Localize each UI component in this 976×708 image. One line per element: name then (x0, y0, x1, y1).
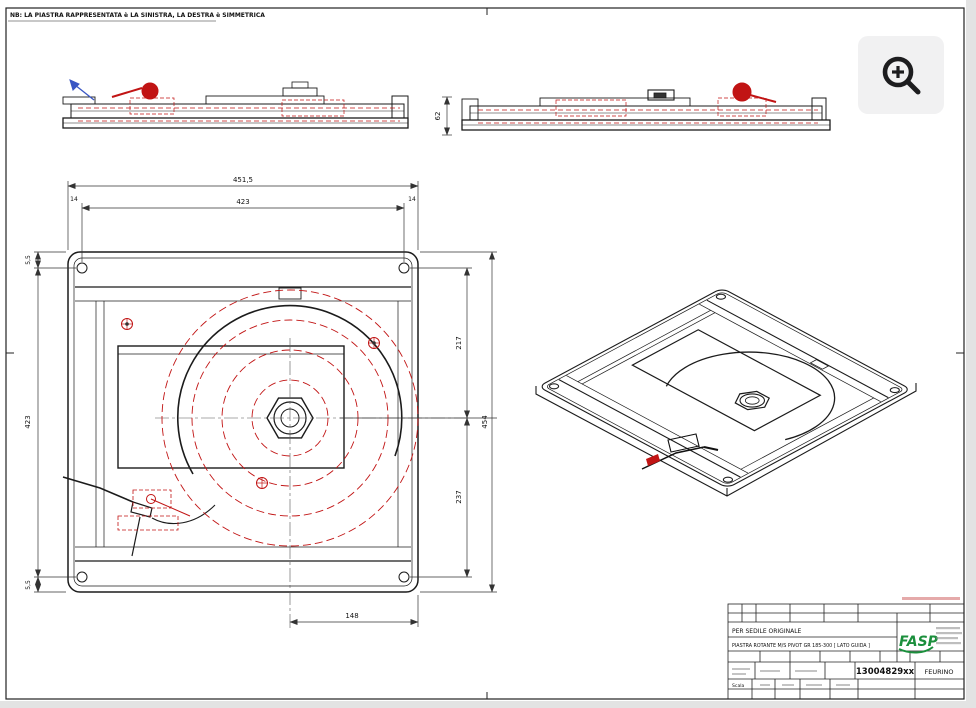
address-text-placeholder (936, 627, 962, 645)
description-label: PIASTRA ROTANTE M/S PIVOT GR 185-300 [ L… (732, 643, 870, 649)
plan-view: 451,5 423 14 14 5,5 423 5,5 217 237 454 … (24, 176, 497, 630)
viewer-bottom-gutter (0, 701, 976, 708)
iso-release-handle (641, 433, 719, 470)
dim-overall-height-label: 454 (481, 415, 489, 429)
plan-dimensions (34, 181, 497, 627)
fastener-marker (256, 477, 268, 489)
dim-center-offset-label: 148 (345, 612, 358, 620)
dim-profile-height-label: 62 (434, 112, 442, 121)
drawing-note: NB: LA PIASTRA RAPPRESENTATA è LA SINIST… (10, 12, 265, 19)
title-block: PER SEDILE ORIGINALE PIASTRA ROTANTE M/S… (727, 597, 965, 700)
dim-bottom-edge-label: 5,5 (25, 580, 32, 590)
front-view (62, 79, 409, 129)
dim-profile-height (442, 96, 452, 136)
part-number: 13004829xx (856, 667, 915, 677)
sheet-name: FEURINO (924, 668, 953, 676)
fastener-marker (368, 337, 380, 349)
fastener-marker (121, 318, 133, 330)
sheet-frame (5, 7, 965, 700)
dim-inner-width-label: 423 (236, 198, 249, 206)
direction-arrow (69, 79, 95, 101)
scale-label: Scala (732, 683, 745, 689)
viewer-right-gutter (966, 0, 976, 708)
dim-offset-right-label: 14 (408, 196, 416, 203)
dim-top-edge-label: 5,5 (25, 255, 32, 265)
zoom-in-icon (882, 56, 921, 95)
logo-swoosh (898, 646, 934, 654)
release-lever (62, 476, 134, 503)
dim-upper-span-label: 217 (455, 336, 463, 349)
dim-offset-left-label: 14 (70, 196, 78, 203)
side-view: 62 (434, 82, 831, 136)
company-logo: FASP (899, 634, 939, 650)
dim-lower-span-label: 237 (455, 490, 463, 503)
revision-note-placeholder (902, 597, 960, 600)
micro-text-placeholder (732, 668, 850, 686)
release-knob-side (732, 82, 752, 102)
release-knob (141, 82, 159, 100)
usage-label: PER SEDILE ORIGINALE (732, 628, 802, 635)
drawing-note-block: NB: LA PIASTRA RAPPRESENTATA è LA SINIST… (8, 12, 265, 22)
side-view-red-details (478, 82, 818, 124)
dim-left-height-label: 423 (24, 415, 32, 428)
zoom-in-button[interactable] (858, 36, 944, 114)
swivel-arc (176, 304, 403, 475)
front-view-red-details (78, 82, 400, 122)
dim-total-width-label: 451,5 (233, 176, 253, 184)
iso-view (535, 288, 917, 497)
